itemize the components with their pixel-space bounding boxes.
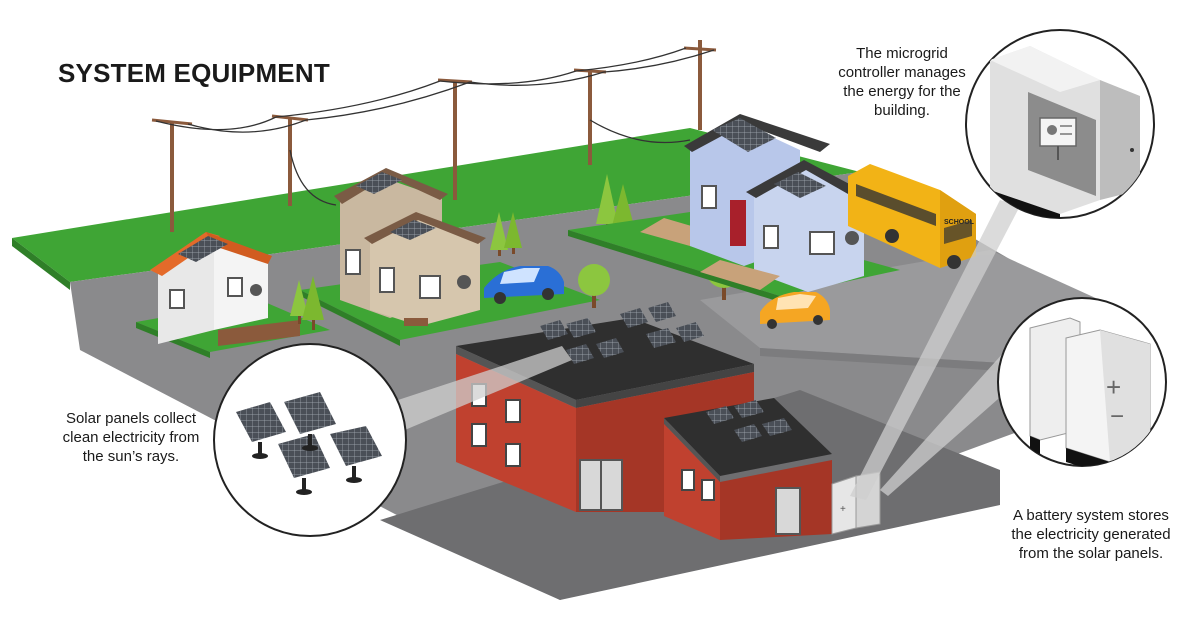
- caption-line: from the solar panels.: [1018, 545, 1164, 562]
- caption-line: clean electricity from: [62, 429, 200, 446]
- svg-text:+: +: [840, 504, 846, 515]
- battery-plus: +: [1106, 372, 1121, 402]
- school-bus: SCHOOL: [848, 164, 976, 269]
- small-white-house: [150, 232, 300, 346]
- battery-minus: −: [1110, 403, 1124, 430]
- caption-line: the energy for the: [843, 83, 961, 100]
- caption-line: A battery system stores: [1013, 507, 1169, 524]
- battery-callout: + −: [997, 297, 1167, 467]
- battery-caption: A battery system stores the electricity …: [992, 506, 1190, 563]
- caption-line: the sun’s rays.: [82, 448, 180, 465]
- blue-house: [684, 114, 872, 292]
- orange-car: [760, 292, 830, 329]
- solar-callout: [213, 343, 407, 537]
- diagram-title: SYSTEM EQUIPMENT: [58, 58, 330, 88]
- caption-line: controller manages: [838, 64, 966, 81]
- controller-caption: The microgrid controller manages the ene…: [818, 44, 986, 120]
- bus-sign: SCHOOL: [944, 219, 975, 226]
- school-building: [456, 318, 832, 540]
- controller-callout: [965, 29, 1155, 219]
- blue-electric-car: [484, 266, 564, 304]
- caption-line: Solar panels collect: [65, 410, 197, 427]
- caption-line: building.: [874, 102, 930, 119]
- caption-line: the electricity generated: [1011, 526, 1171, 543]
- tan-house: [334, 168, 486, 326]
- power-cables: [155, 47, 715, 206]
- caption-line: The microgrid: [856, 45, 948, 62]
- rooftop-solar-panels: [540, 302, 792, 442]
- callout-beams: [398, 200, 1020, 500]
- solar-panels-caption: Solar panels collect clean electricity f…: [42, 409, 220, 466]
